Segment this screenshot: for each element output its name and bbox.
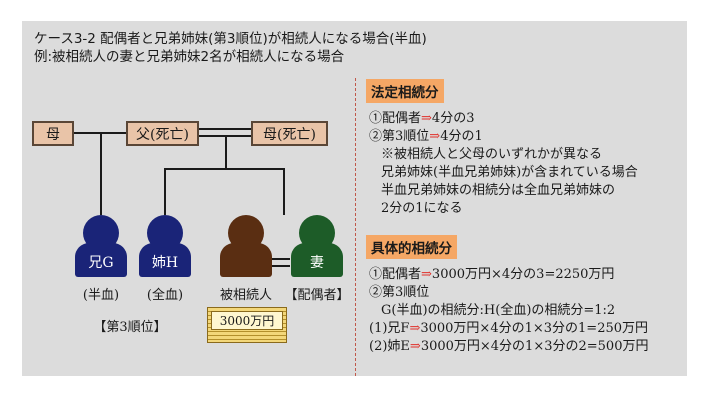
legal-spouse-line: ①配偶者⇒4分の3 bbox=[369, 107, 474, 126]
sibling-h-person-icon: 姉H bbox=[139, 215, 191, 277]
legal-note-4: 2分の1になる bbox=[381, 201, 463, 216]
deceased-caption: 被相続人 bbox=[219, 288, 272, 303]
concrete-h-line: (2)姉E⇒3000万円×4分の1×3分の2=500万円 bbox=[369, 335, 648, 354]
sibling-h-label: 姉H bbox=[139, 243, 191, 277]
sibling-g-label: 兄G bbox=[75, 243, 127, 277]
concrete-rank-line: ②第3順位 bbox=[369, 285, 430, 300]
arrow-icon: ⇒ bbox=[409, 339, 421, 354]
marriage-line-top bbox=[199, 128, 251, 130]
spouse-marriage-line-bottom bbox=[272, 265, 290, 267]
concrete-spouse-prefix: ①配偶者 bbox=[369, 267, 422, 282]
deceased-descent-line bbox=[283, 168, 285, 215]
legal-sibling-share: 4分の1 bbox=[440, 129, 483, 144]
spouse-person-icon: 妻 bbox=[291, 215, 343, 277]
page-title: ケース3-2 配偶者と兄弟姉妹(第3順位)が相続人になる場合(半血) bbox=[34, 31, 427, 47]
concrete-g-line: (1)兄F⇒3000万円×4分の1×3分の1=250万円 bbox=[369, 317, 648, 336]
diagram-panel bbox=[22, 21, 687, 376]
concrete-ratio-line: G(半血)の相続分:H(全血)の相続分=1:2 bbox=[381, 303, 616, 318]
legal-spouse-prefix: ①配偶者 bbox=[369, 111, 422, 126]
parents-descent-line bbox=[225, 137, 227, 169]
legal-sibling-prefix: ②第3順位 bbox=[369, 129, 430, 144]
legal-note-2: 兄弟姉妹(半血兄弟姉妹)が含まれている場合 bbox=[381, 165, 638, 180]
concrete-g-amount: 3000万円×4分の1×3分の1=250万円 bbox=[420, 321, 649, 336]
siblings-bar-line bbox=[164, 168, 284, 170]
sibling-h-caption: (全血) bbox=[146, 288, 184, 303]
legal-note-3: 半血兄弟姉妹の相続分は全血兄弟姉妹の bbox=[381, 183, 616, 198]
legal-spouse-share: 4分の3 bbox=[431, 111, 475, 126]
sibling-g-person-icon: 兄G bbox=[75, 215, 127, 277]
arrow-icon: ⇒ bbox=[429, 129, 441, 144]
sibling-g-caption: (半血) bbox=[82, 288, 120, 303]
arrow-icon: ⇒ bbox=[421, 111, 432, 126]
concrete-g-prefix: (1)兄F bbox=[369, 321, 410, 336]
concrete-h-amount: 3000万円×4分の1×3分の2=500万円 bbox=[420, 339, 649, 354]
sibling-g-descent-line bbox=[100, 133, 102, 215]
rank-label: 【第3順位】 bbox=[93, 320, 167, 335]
deceased-person-icon bbox=[220, 215, 272, 277]
sibling-h-descent-line bbox=[164, 168, 166, 215]
section-divider bbox=[355, 78, 356, 376]
stepmother-box: 母(死亡) bbox=[251, 121, 328, 146]
concrete-share-title: 具体的相続分 bbox=[366, 235, 457, 259]
concrete-h-prefix: (2)姉E bbox=[369, 339, 410, 354]
spouse-marriage-line-top bbox=[272, 258, 290, 260]
legal-sibling-line: ②第3順位⇒4分の1 bbox=[369, 125, 483, 144]
legal-share-title: 法定相続分 bbox=[366, 79, 444, 103]
mother-box: 母 bbox=[32, 121, 74, 146]
father-box: 父(死亡) bbox=[126, 121, 199, 146]
money-label: 3000万円 bbox=[211, 311, 283, 330]
deceased-body bbox=[220, 243, 272, 277]
arrow-icon: ⇒ bbox=[409, 321, 421, 336]
page-subtitle: 例:被相続人の妻と兄弟姉妹2名が相続人になる場合 bbox=[34, 49, 345, 65]
marriage-line-bottom bbox=[199, 135, 251, 137]
concrete-spouse-line: ①配偶者⇒3000万円×4分の3=2250万円 bbox=[369, 263, 614, 282]
spouse-caption: 【配偶者】 bbox=[284, 288, 350, 303]
spouse-label: 妻 bbox=[291, 243, 343, 277]
legal-note-1: ※被相続人と父母のいずれかが異なる bbox=[381, 147, 603, 162]
arrow-icon: ⇒ bbox=[421, 267, 432, 282]
concrete-spouse-amount: 3000万円×4分の3=2250万円 bbox=[431, 267, 615, 282]
money-stack-icon: 3000万円 bbox=[207, 307, 287, 343]
